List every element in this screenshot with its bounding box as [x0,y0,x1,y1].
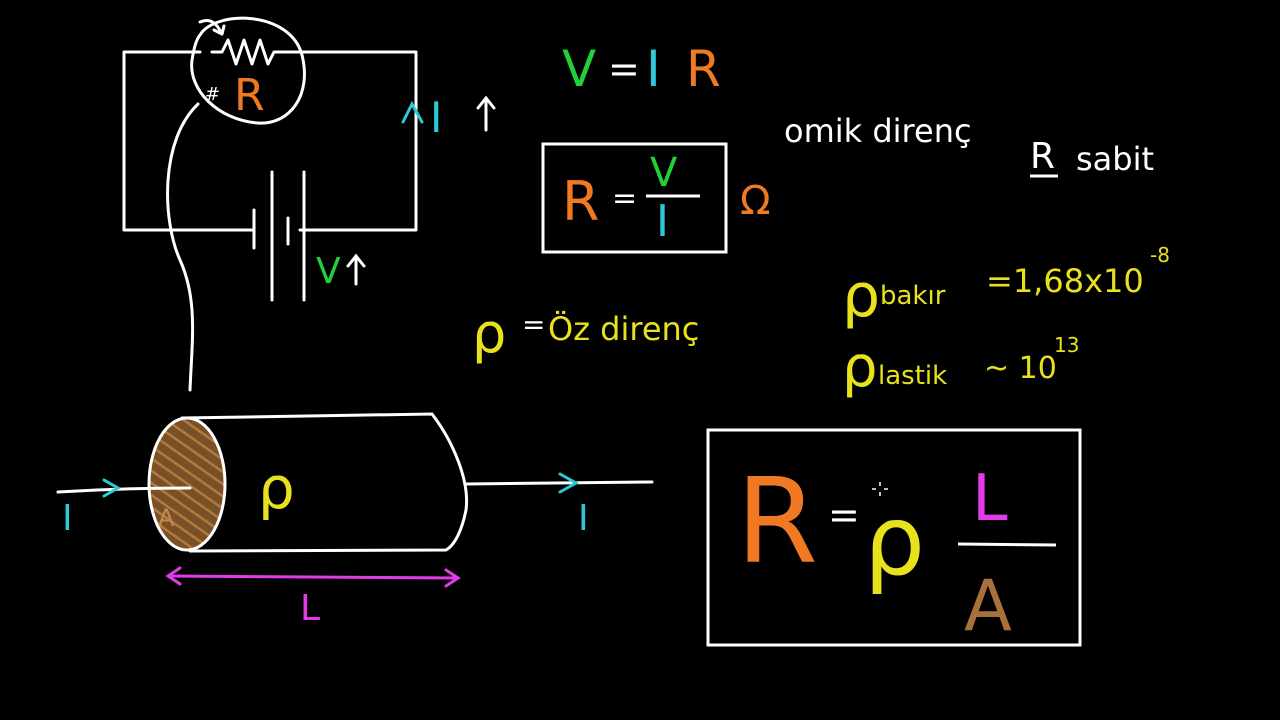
copper-subscript: bakır [880,281,946,311]
copper-value: =1,68x10 [986,262,1144,300]
length-label: L [300,588,320,629]
resistance-box-R: R [562,170,600,233]
resistor-label: R [234,70,265,121]
current-out-arrow [464,472,654,494]
circuit-current-label: I [430,93,442,142]
ohmic-R: R [1030,136,1055,177]
formula-L: L [972,462,1008,536]
hash-mark: # [205,84,220,105]
ohms-law-I: I [646,40,661,98]
resistivity-values: ρ bakır =1,68x10 -8 ρ lastik ~ 10 13 [842,243,1170,400]
circuit-wire-left-top [122,50,254,232]
formula-fraction-bar [957,542,1057,547]
formula-eq: = [828,493,860,537]
magnifier-circle [190,16,306,125]
formula-R: R [736,452,818,590]
battery-voltage-arrow [346,253,366,286]
cylinder-body [180,412,469,553]
resistance-box-frame [541,142,728,254]
circuit-diagram [122,16,418,392]
conductor-cylinder [147,412,469,553]
resistor-symbol [210,38,286,66]
resistivity-formula-box: R = ρ L A [706,428,1082,647]
rubber-exponent: 13 [1054,333,1079,357]
formula-rho: ρ [864,485,925,597]
current-in-arrow [56,478,192,498]
rubber-rho: ρ [842,335,878,400]
length-arrow [165,566,461,588]
copper-rho: ρ [842,261,880,331]
resistance-box-V: V [650,150,678,196]
battery-voltage-label: V [316,251,341,292]
pointer-line [166,102,200,392]
ohmic-resistance-text: omik direnç [784,112,972,150]
pen-cursor [872,482,888,496]
circuit-wire-right [282,50,418,232]
resistivity-def-eq: = [522,308,545,341]
cylinder-rho: ρ [258,454,295,522]
current-out-label: I [578,498,589,539]
ohms-law-V: V [562,40,596,98]
formula-A: A [964,565,1012,647]
rubber-value: ~ 10 [984,351,1057,386]
ohm-unit-symbol: Ω [740,178,771,224]
ohms-law: V = I R [562,40,721,98]
resistance-formula-box: R = V I [541,142,728,254]
current-in-label: I [62,498,73,539]
copper-exponent: -8 [1150,243,1170,267]
ohms-law-R: R [686,40,721,98]
resistance-box-I: I [656,196,669,247]
resistivity-def-rho: ρ [472,302,506,365]
rubber-subscript: lastik [878,361,947,391]
ohmic-fixed-text: sabit [1076,140,1154,178]
magnifier-arrow [198,19,224,36]
ohms-law-eq: = [608,47,640,91]
resistance-box-eq: = [612,181,637,216]
resistivity-def-text: Öz direnç [548,310,699,348]
formula-box-frame [706,428,1082,647]
circuit-current-indicator [401,95,496,132]
cross-section-label: A [158,504,175,532]
